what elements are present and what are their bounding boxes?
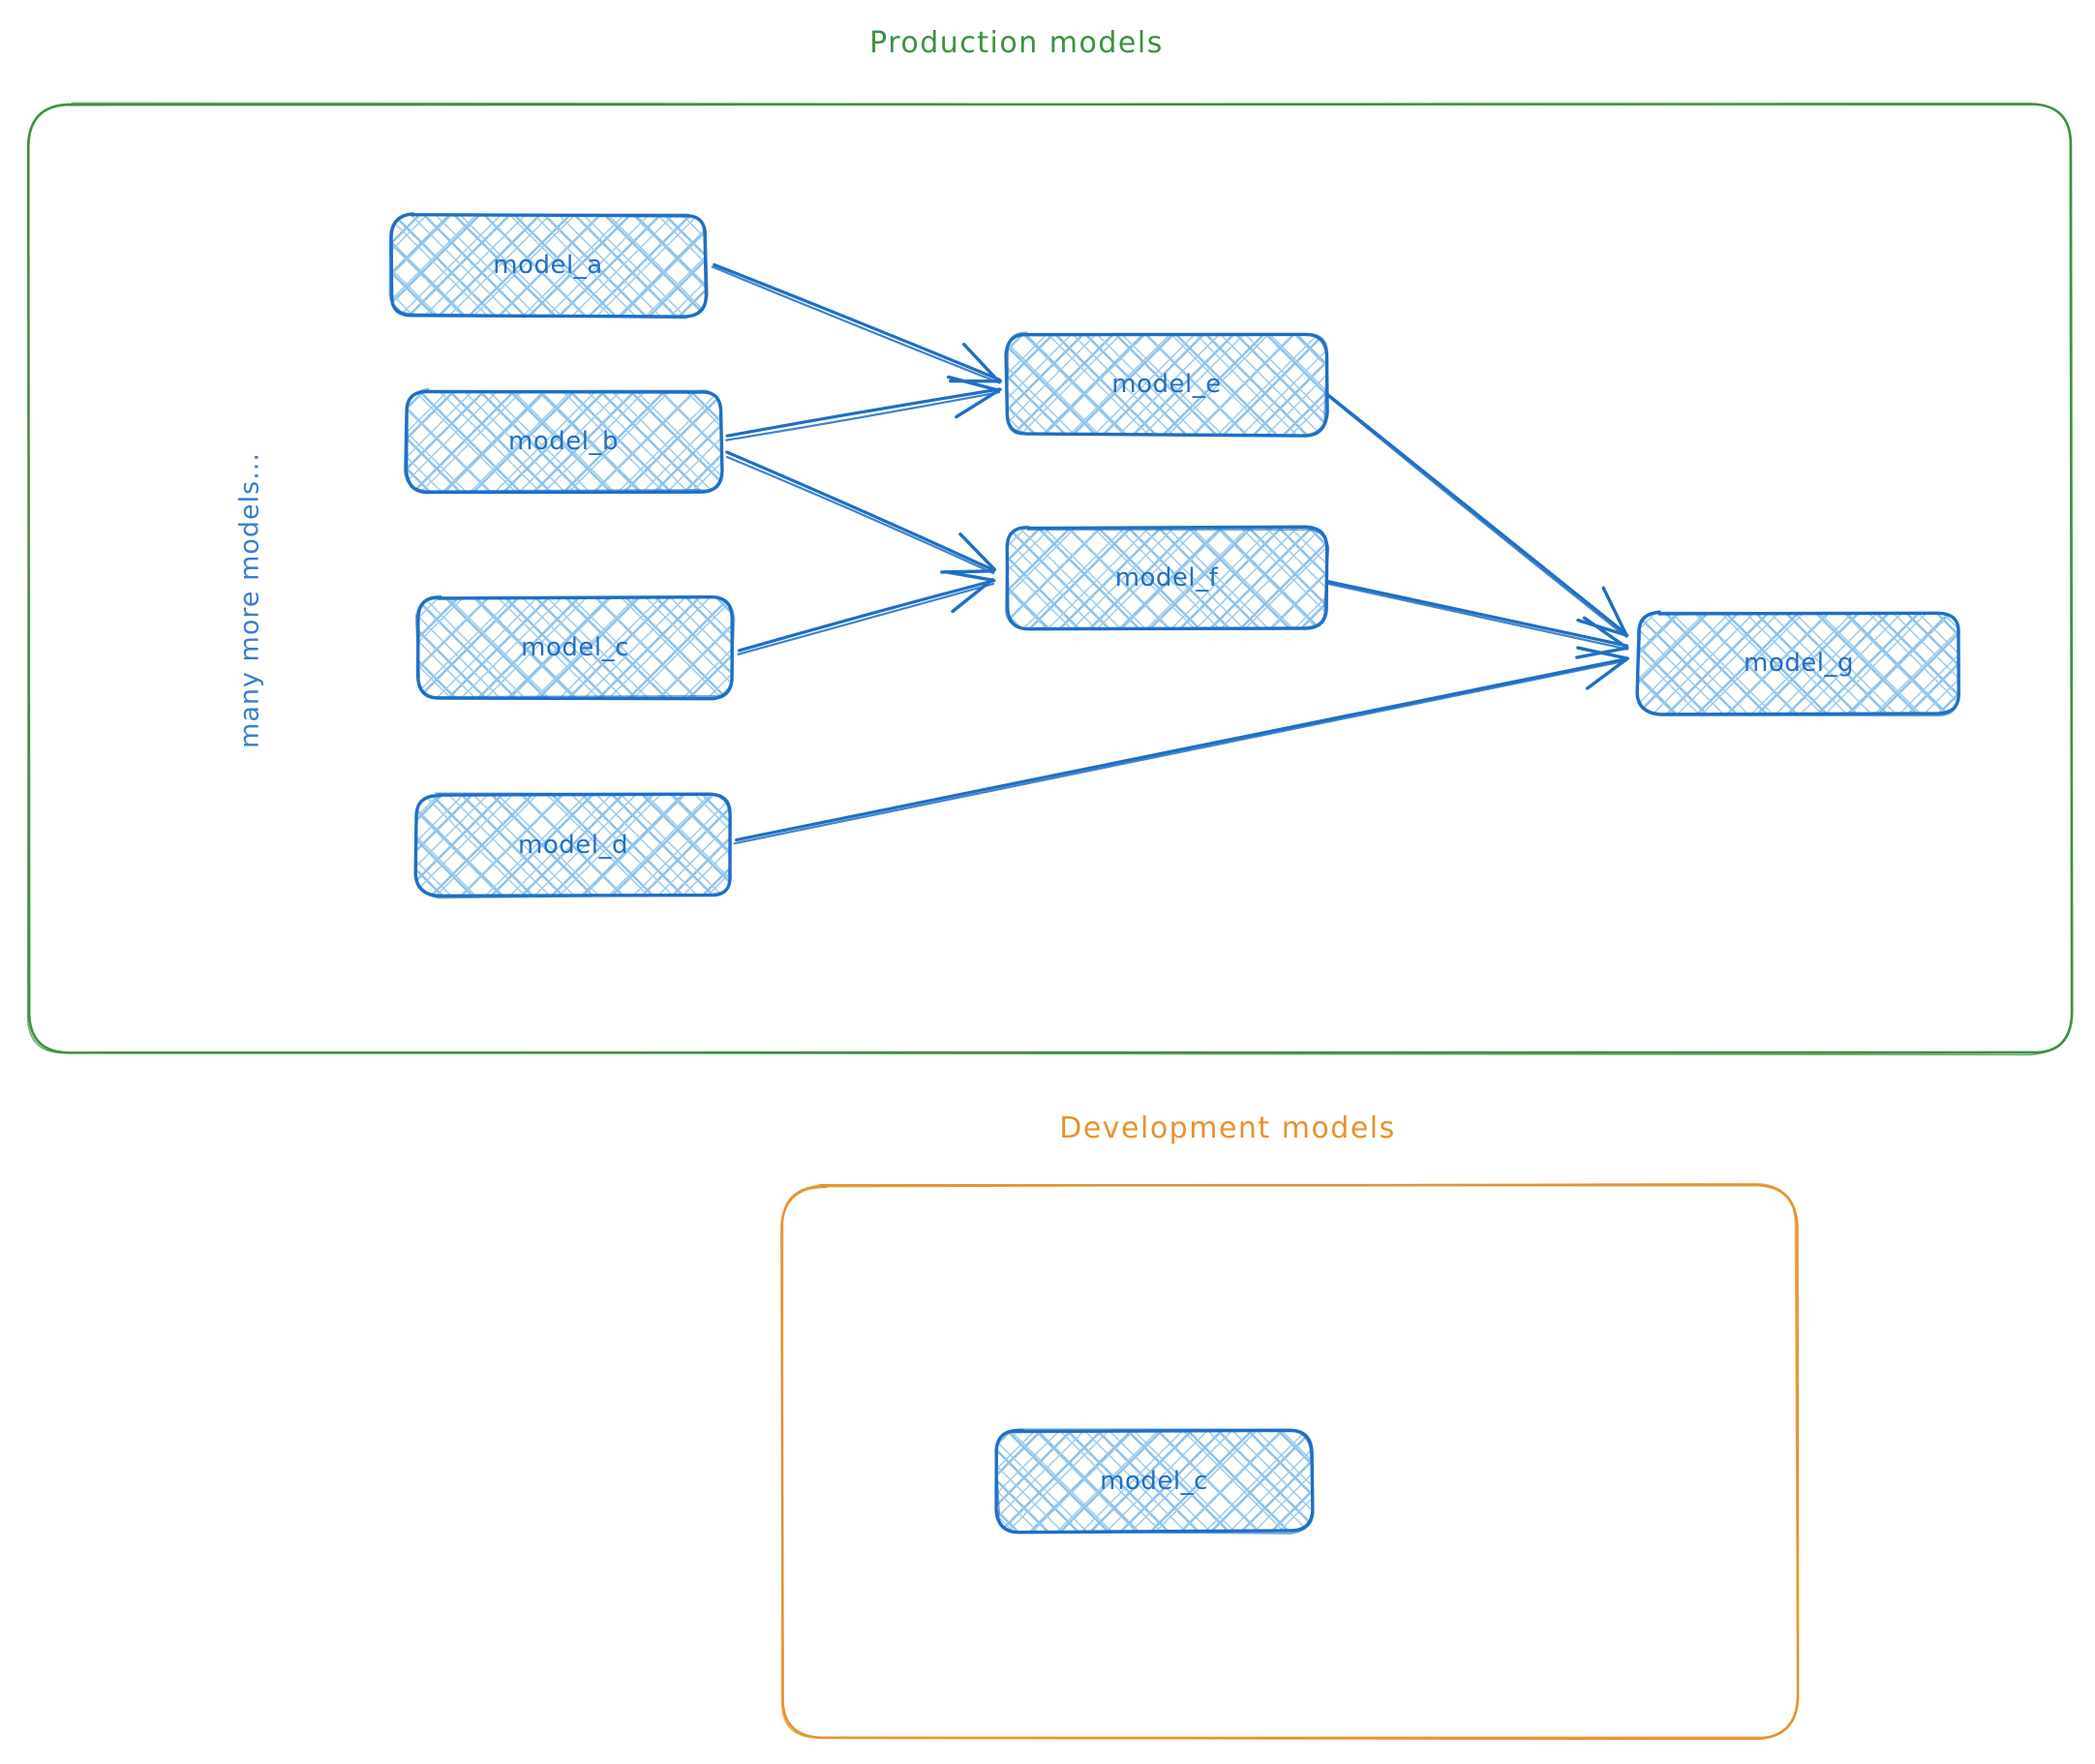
- node-hatch-model_c: [417, 597, 734, 699]
- arrowhead-b-to-e: [947, 375, 1000, 392]
- arrowhead-d-to-g: [1586, 657, 1629, 690]
- edge-d-to-g: [733, 659, 1627, 845]
- node-label-model-g[interactable]: model_g: [1744, 649, 1854, 678]
- node-border-model_e: [1006, 331, 1329, 437]
- edge-a-to-e: [711, 265, 1001, 384]
- node-border-model_b: [403, 387, 724, 493]
- node-border-model_f: [1004, 526, 1330, 631]
- edge-e-to-g: [1326, 393, 1627, 635]
- edge-b-to-f: [725, 455, 995, 575]
- node-hatch-model_d: [415, 794, 731, 896]
- node-border-model_a: [388, 213, 709, 319]
- arrowhead-a-to-e: [961, 342, 1001, 383]
- group-box-production: [26, 102, 2073, 1056]
- arrowhead-c-to-f: [943, 569, 994, 582]
- node-hatch-model_g: [1637, 612, 1960, 715]
- arrowhead-c-to-f: [951, 577, 994, 614]
- node-border-model_g: [1635, 609, 1960, 717]
- edge-c-to-f: [737, 579, 996, 653]
- arrowhead-b-to-e: [955, 387, 1002, 419]
- node-shapes: [388, 212, 1960, 1535]
- group-container-shapes: [26, 102, 2074, 1741]
- edge-b-to-e: [725, 391, 1001, 441]
- arrowhead-b-to-f: [958, 532, 997, 571]
- node-label-model-d[interactable]: model_d: [518, 831, 628, 860]
- group-title-production: Production models: [869, 26, 1164, 60]
- edge-shapes: [711, 262, 1629, 845]
- node-border-model_c_dev: [994, 1428, 1315, 1535]
- arrowhead-d-to-g: [1576, 646, 1629, 660]
- group-title-development: Development models: [1059, 1111, 1396, 1145]
- node-hatch-model_b: [406, 390, 722, 492]
- edge-b-to-f: [725, 450, 994, 571]
- node-hatch-model_e: [1006, 334, 1327, 436]
- edge-c-to-f: [737, 582, 995, 655]
- node-hatch-model_f: [1006, 528, 1327, 629]
- edge-d-to-g: [735, 656, 1629, 842]
- node-border-model_c: [414, 595, 736, 698]
- node-hatch-model_c_dev: [996, 1430, 1313, 1533]
- edge-e-to-g: [1327, 395, 1628, 638]
- edge-f-to-g: [1327, 583, 1628, 651]
- edge-a-to-e: [713, 262, 1002, 381]
- node-label-model-f[interactable]: model_f: [1114, 563, 1219, 593]
- node-label-model-a[interactable]: model_a: [493, 251, 603, 280]
- arrowhead-e-to-g: [1601, 586, 1628, 637]
- side-note-many-more-models: many more models...: [234, 452, 265, 748]
- arrowhead-e-to-g: [1576, 618, 1629, 637]
- edge-f-to-g: [1326, 580, 1629, 648]
- node-hatch-model_a: [390, 214, 706, 317]
- arrowhead-f-to-g: [1582, 616, 1628, 650]
- node-label-model-c-dev[interactable]: model_c: [1100, 1467, 1208, 1496]
- edge-b-to-e: [725, 387, 1001, 438]
- node-label-model-c[interactable]: model_c: [521, 633, 629, 662]
- group-box-development: [780, 1182, 1799, 1739]
- node-label-model-b[interactable]: model_b: [508, 427, 619, 456]
- node-label-model-e[interactable]: model_e: [1111, 370, 1222, 399]
- node-border-model_d: [414, 792, 732, 899]
